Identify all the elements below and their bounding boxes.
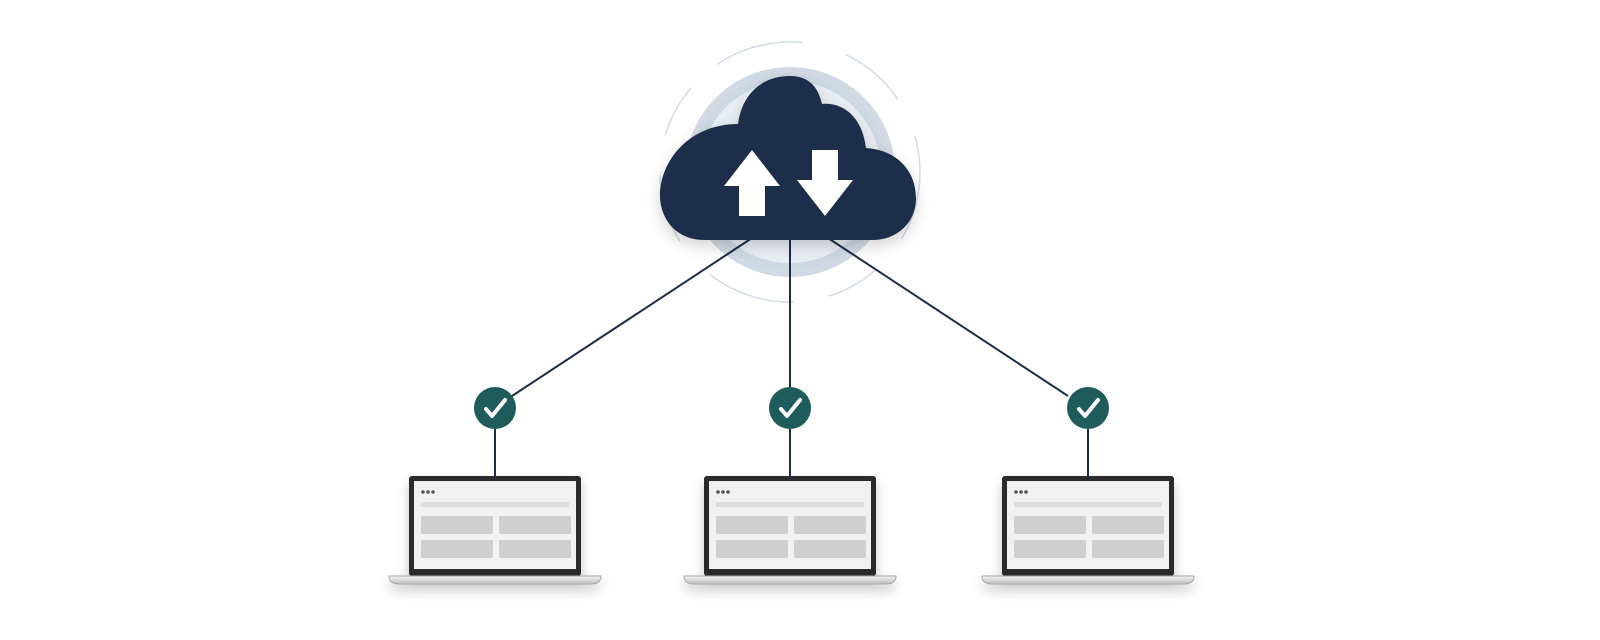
screen-content-block [499, 516, 571, 534]
screen-content-block [1092, 540, 1164, 558]
laptop-icon [388, 476, 602, 585]
status-badge-circle [1067, 387, 1109, 429]
laptop-icon [683, 476, 897, 585]
window-dot [431, 490, 435, 494]
cloud-icon [660, 76, 916, 240]
status-badge-circle [474, 387, 516, 429]
screen-header-bar [716, 502, 864, 507]
laptop-center [683, 387, 897, 585]
screen-content-block [499, 540, 571, 558]
check-icon [484, 398, 507, 418]
window-dot [726, 490, 730, 494]
screen-header-bar [1014, 502, 1162, 507]
status-badge [474, 387, 516, 429]
screen-header-bar [421, 502, 569, 507]
screen-content-block [1014, 540, 1086, 558]
screen-content-block [716, 516, 788, 534]
window-dot [421, 490, 425, 494]
check-icon [779, 398, 802, 418]
window-dot [1024, 490, 1028, 494]
window-dot [1019, 490, 1023, 494]
screen-content-block [421, 516, 493, 534]
status-badge [1067, 387, 1109, 429]
window-dot [426, 490, 430, 494]
screen-content-block [421, 540, 493, 558]
screen-content-block [1014, 516, 1086, 534]
window-dot [721, 490, 725, 494]
screen-content-block [794, 516, 866, 534]
upload-arrow-icon [724, 150, 780, 216]
laptop-icon [981, 476, 1195, 585]
laptop-base [683, 575, 897, 585]
screen-content-block [794, 540, 866, 558]
connector-line-right [827, 237, 1069, 397]
screen-content-block [1092, 516, 1164, 534]
window-dot [1014, 490, 1018, 494]
laptop-right [981, 387, 1195, 585]
status-badge [769, 387, 811, 429]
download-arrow-icon [797, 150, 853, 216]
status-badge-circle [769, 387, 811, 429]
screen-content-block [716, 540, 788, 558]
laptop-base [388, 575, 602, 585]
laptop-base [981, 575, 1195, 585]
connector-lines [511, 237, 1069, 397]
connector-line-left [511, 237, 753, 397]
window-dot [716, 490, 720, 494]
laptop-left [388, 387, 602, 585]
check-icon [1077, 398, 1100, 418]
